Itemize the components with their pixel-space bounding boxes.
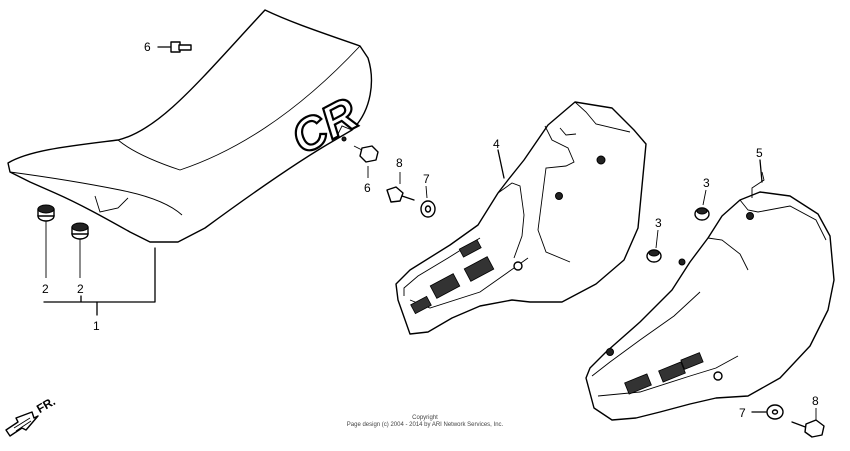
grommet-left[interactable] [646, 229, 662, 263]
callout-seat: 1 [93, 319, 100, 333]
seat-cushion-right[interactable] [71, 222, 89, 278]
callout-left-side-cover: 5 [756, 146, 763, 160]
screw-mid[interactable] [386, 172, 415, 203]
callout-washer-low: 7 [739, 406, 746, 420]
callout-right-side-cover: 4 [493, 137, 500, 151]
washer-mid[interactable] [420, 185, 436, 218]
callout-grommet-left: 3 [655, 216, 662, 230]
bolt-mid[interactable] [353, 145, 379, 178]
callout-bolt-mid: 6 [364, 181, 371, 195]
callout-bolt-top: 6 [144, 40, 151, 54]
callout-cushion-right: 2 [77, 282, 84, 296]
washer-low[interactable] [751, 404, 784, 420]
screw-low[interactable] [791, 408, 825, 438]
callout-screw-mid: 8 [396, 156, 403, 170]
callout-cushion-left: 2 [42, 282, 49, 296]
copyright-line: Copyright [412, 415, 438, 421]
callout-grommet-right: 3 [703, 176, 710, 190]
callout-washer-mid: 7 [423, 172, 430, 186]
bolt-top[interactable] [157, 41, 192, 53]
left-side-cover[interactable] [585, 159, 835, 421]
grommet-right[interactable] [694, 189, 710, 221]
seat[interactable]: CR [7, 9, 373, 316]
front-direction-label: FR. [34, 394, 58, 416]
seat-cushion-left[interactable] [37, 204, 55, 278]
callout-screw-low: 8 [812, 394, 819, 408]
right-side-cover[interactable] [395, 101, 647, 335]
page-design-credit: Page design (c) 2004 - 2014 by ARI Netwo… [346, 422, 504, 428]
